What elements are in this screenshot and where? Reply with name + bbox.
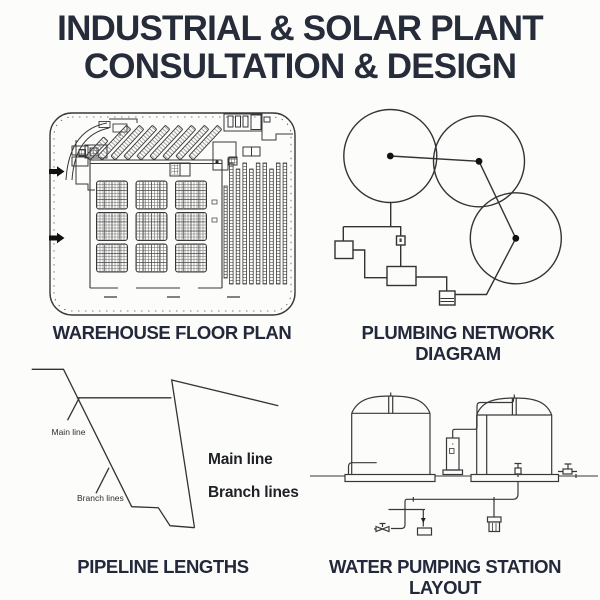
base-valve-icon: [514, 462, 522, 477]
page-title-line1: INDUSTRIAL & SOLAR PLANT: [57, 9, 544, 48]
plumbing-network-diagram-drawing: [334, 108, 562, 306]
zone-circle: [432, 115, 526, 208]
main-line-annotation: Main line: [52, 427, 86, 437]
floor-plan-diagonal-racks: [85, 124, 223, 161]
floor-plan-top-right-rooms: [223, 113, 293, 141]
faucet-icon: [558, 463, 577, 478]
right-arrow-icon: [49, 232, 65, 244]
pipe-line: [343, 226, 402, 236]
pipe-line: [416, 276, 448, 291]
junction-box: [334, 240, 354, 260]
floor-plan-caption: WAREHOUSE FLOOR PLAN: [52, 322, 292, 343]
warehouse-floor-plan-drawing: [49, 112, 296, 316]
branch-line-pointer: [95, 467, 110, 494]
branch-lines-annotation: Branch lines: [77, 493, 124, 503]
right-pipeline: [170, 379, 279, 528]
node-dot: [475, 157, 483, 165]
pumping-caption: WATER PUMPING STATION LAYOUT: [310, 556, 580, 598]
floor-plan-driveway: [65, 118, 138, 181]
pumping-caption-line2: LAYOUT: [409, 577, 481, 598]
floor-plan-rack-aisles: [223, 162, 288, 285]
legend-main-line: Main line: [208, 451, 273, 468]
pipe-line: [455, 237, 517, 296]
pipeline-caption: PIPELINE LENGTHS: [77, 556, 249, 577]
node-dot: [386, 152, 394, 160]
floor-plan-main-room: [89, 159, 223, 289]
right-arrow-icon: [49, 166, 65, 177]
meter-box: [438, 290, 456, 306]
pump-box: [386, 265, 417, 287]
main-pipeline: [31, 368, 195, 529]
floor-plan-storage-blocks: [96, 180, 218, 273]
node-dot: [512, 234, 520, 242]
left-tank: [344, 392, 436, 483]
gate-valve-icon: [374, 522, 390, 533]
floor-plan-mid-rooms: [169, 141, 261, 177]
page-title: INDUSTRIAL & SOLAR PLANT CONSULTATION & …: [0, 10, 600, 85]
right-tank: [470, 394, 560, 483]
pipeline-lengths-drawing: Main line Branch lines Main line Branch …: [31, 368, 299, 529]
canister-icon: [486, 516, 502, 533]
pumping-caption-line1: WATER PUMPING STATION: [328, 556, 562, 577]
pump-vessel: [442, 398, 515, 476]
flow-arrow-icon: [420, 518, 426, 523]
page-title-line2: CONSULTATION & DESIGN: [83, 46, 517, 86]
entrance-arrow-icons: [49, 166, 65, 244]
plumbing-caption: PLUMBING NETWORK DIAGRAM: [361, 322, 555, 364]
legend-branch-lines: Branch lines: [208, 484, 299, 501]
water-pumping-station-drawing: [310, 392, 598, 536]
underground-piping: [388, 481, 519, 530]
zone-circle: [469, 192, 562, 285]
floor-plan-outer-wall: [49, 112, 296, 316]
vessel-pipe: [452, 398, 515, 438]
main-line-pointer: [66, 397, 80, 421]
outlet-box: [416, 527, 433, 536]
pipe-line: [353, 249, 387, 279]
